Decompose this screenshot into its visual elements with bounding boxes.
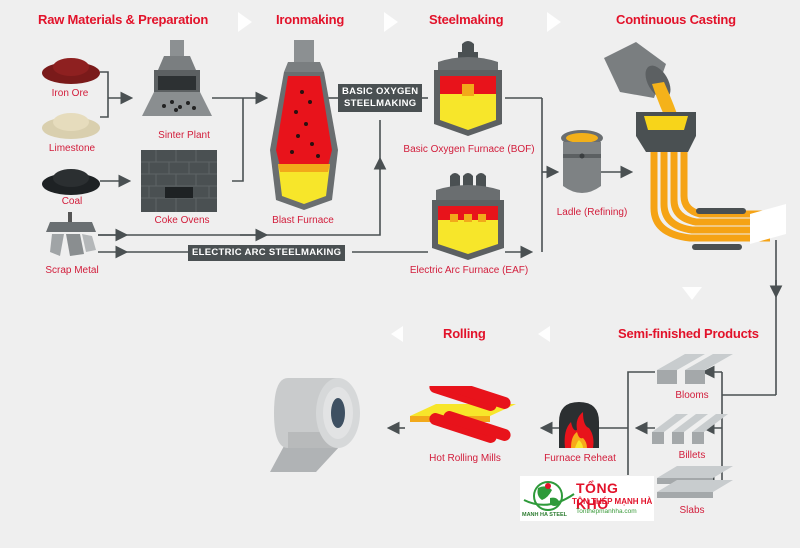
watermark-subtitle: TÔN THÉP MẠNH HÀ (572, 497, 653, 506)
sinter-plant-label: Sinter Plant (158, 130, 210, 141)
blast-furnace-icon (270, 40, 338, 210)
stage-arrow-3 (547, 12, 561, 32)
stage-title-raw-materials: Raw Materials & Preparation (38, 12, 209, 27)
stage-title-semi-finished: Semi-finished Products (618, 326, 759, 341)
iron-ore-label: Iron Ore (51, 88, 89, 99)
billets-icon (652, 414, 728, 444)
ladle-label: Ladle (Refining) (556, 207, 628, 218)
stage-arrow-1 (238, 12, 252, 32)
blooms-label: Blooms (675, 390, 709, 401)
watermark-website: Tonthepmanhha.com (576, 508, 637, 515)
bof-label: Basic Oxygen Furnace (BOF) (403, 144, 535, 155)
sinter-plant-icon (142, 40, 212, 116)
stage-arrow-2 (384, 12, 398, 32)
stage-arrow-5 (538, 326, 550, 342)
continuous-caster-icon (604, 42, 786, 250)
stage-arrow-6 (391, 326, 403, 342)
furnace-reheat-icon (559, 402, 599, 448)
ladle-icon (561, 130, 603, 193)
coal-label: Coal (61, 196, 83, 207)
coal-icon (42, 169, 100, 195)
steel-coil-icon (270, 378, 360, 472)
iron-ore-icon (42, 58, 100, 84)
hot-rolling-mills-icon (410, 386, 516, 443)
stage-title-steelmaking: Steelmaking (429, 12, 504, 27)
watermark-logo: TỔNG KHO TÔN THÉP MẠNH HÀ Tonthepmanhha.… (520, 476, 654, 521)
stage-arrow-4 (682, 287, 702, 300)
banner-line-1: BASIC OXYGEN (342, 86, 419, 97)
basic-oxygen-furnace-icon (434, 41, 502, 136)
scrap-metal-label: Scrap Metal (45, 265, 99, 276)
stage-title-ironmaking: Ironmaking (276, 12, 345, 27)
eaf-label: Electric Arc Furnace (EAF) (409, 265, 529, 276)
limestone-icon (42, 113, 100, 139)
stage-title-rolling: Rolling (443, 326, 486, 341)
hot-rolling-mills-label: Hot Rolling Mills (429, 453, 501, 464)
stage-title-continuous-casting: Continuous Casting (616, 12, 736, 27)
electric-arc-furnace-icon (432, 173, 504, 260)
banner-line-2: STEELMAKING (344, 98, 417, 109)
globe-icon (523, 481, 575, 511)
basic-oxygen-steelmaking-banner: BASIC OXYGEN STEELMAKING (338, 84, 423, 112)
billets-label: Billets (678, 450, 706, 461)
blast-furnace-label: Blast Furnace (272, 215, 334, 226)
limestone-label: Limestone (48, 143, 96, 154)
scrap-metal-icon (46, 212, 96, 256)
electric-arc-steelmaking-banner: ELECTRIC ARC STEELMAKING (188, 245, 346, 261)
blooms-icon (657, 354, 733, 384)
slabs-label: Slabs (679, 505, 705, 516)
watermark-brand: MANH HA STEEL (522, 512, 568, 518)
coke-ovens-label: Coke Ovens (154, 215, 210, 226)
watermark-title: TỔNG KHO (576, 480, 619, 512)
furnace-reheat-label: Furnace Reheat (544, 453, 616, 464)
slabs-icon (657, 466, 733, 498)
coke-ovens-icon (141, 150, 217, 212)
